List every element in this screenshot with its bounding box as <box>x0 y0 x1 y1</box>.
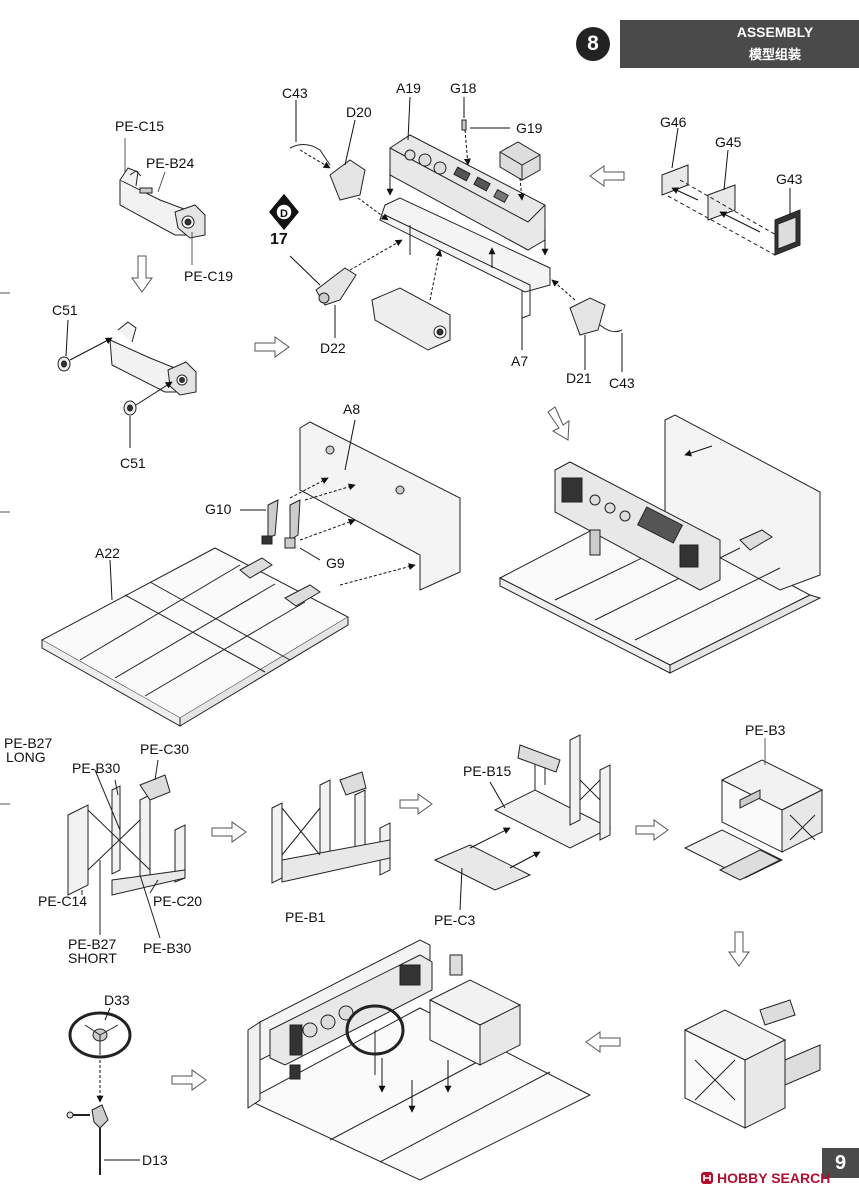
flow-arrow-right-2 <box>211 821 247 843</box>
flow-arrow-right-3 <box>399 793 433 815</box>
pe-b15-arrows <box>459 781 541 911</box>
label-a7: A7 <box>511 353 529 369</box>
flow-arrow-right-1 <box>254 336 290 358</box>
label-pe-b15: PE-B15 <box>463 763 512 779</box>
floor-assembled-arrows <box>684 445 713 457</box>
label-pe-b27-long: PE-B27 LONG <box>4 736 52 764</box>
pe-frame-b3 <box>683 759 824 881</box>
label-a8: A8 <box>343 401 361 417</box>
watermark-text: HOBBY SEARCH <box>717 1170 831 1186</box>
reference-number: 17 <box>270 231 288 248</box>
label-d20: D20 <box>346 104 372 120</box>
header-bar <box>620 20 859 68</box>
g-series-subassembly <box>661 164 801 256</box>
label-pe-b3: PE-B3 <box>745 722 786 738</box>
label-pe-c15: PE-C15 <box>115 118 165 134</box>
label-pe-c19: PE-C19 <box>184 268 234 284</box>
c51-arrows <box>65 319 173 448</box>
label-pe-b27-short-name: PE-B27 <box>68 936 117 952</box>
label-pe-c20: PE-C20 <box>153 893 203 909</box>
label-d13: D13 <box>142 1152 168 1168</box>
flow-arrow-diag-1 <box>547 406 570 441</box>
page-number: 9 <box>822 1148 859 1178</box>
label-g9: G9 <box>326 555 345 571</box>
label-g45: G45 <box>715 134 742 150</box>
floor-assembled <box>498 414 822 674</box>
label-c51-top: C51 <box>52 302 78 318</box>
label-g46: G46 <box>660 114 687 130</box>
watermark: HOBBY SEARCH <box>700 1170 830 1186</box>
flow-arrow-left-2 <box>585 1031 621 1053</box>
label-g19: G19 <box>516 120 543 136</box>
hobby-search-logo-icon <box>701 1172 713 1184</box>
label-pe-b30-top: PE-B30 <box>72 760 121 776</box>
steering-wheel-parts <box>66 1011 132 1175</box>
dashboard-arrows <box>289 96 623 372</box>
label-pe-c14: PE-C14 <box>38 893 88 909</box>
flow-arrow-down-1 <box>131 255 153 293</box>
label-c43-bottom: C43 <box>609 375 635 391</box>
flow-arrow-down-2 <box>728 931 750 967</box>
label-g10: G10 <box>205 501 232 517</box>
d-part-reference-icon: D <box>269 193 299 231</box>
c51-washers <box>57 356 137 416</box>
label-pe-b27-long-name: PE-B27 <box>4 735 53 751</box>
bracket-subassembly-bottom <box>109 321 197 396</box>
g-series-arrows <box>671 127 791 233</box>
floor-a22-exploded <box>40 421 461 727</box>
label-g18: G18 <box>450 80 477 96</box>
label-pe-b24: PE-B24 <box>146 155 195 171</box>
label-pe-c30: PE-C30 <box>140 741 190 757</box>
label-c43-top: C43 <box>282 85 308 101</box>
label-d22: D22 <box>320 340 346 356</box>
label-pe-b27-short: PE-B27 SHORT <box>68 937 117 965</box>
label-pe-b27-short-qualifier: SHORT <box>68 950 117 966</box>
label-d33: D33 <box>104 992 130 1008</box>
label-pe-b27-long-qualifier: LONG <box>6 749 46 765</box>
label-pe-b30-bottom: PE-B30 <box>143 940 192 956</box>
label-a22: A22 <box>95 545 120 561</box>
label-pe-b1: PE-B1 <box>285 909 326 925</box>
dashboard-exploded <box>289 119 623 351</box>
label-pe-c3: PE-C3 <box>434 912 476 928</box>
step-number-badge: 8 <box>576 27 610 61</box>
label-c51-bottom: C51 <box>120 455 146 471</box>
label-g43: G43 <box>776 171 803 187</box>
pe-frame-b15 <box>433 734 612 891</box>
header-subtitle: 模型组装 <box>748 47 801 62</box>
flow-arrow-right-4 <box>635 819 669 841</box>
pe-frame-finished <box>683 999 821 1129</box>
pe-frame-exploded <box>67 759 186 939</box>
final-cab-assembly <box>246 939 592 1181</box>
margin-ticks <box>0 292 10 805</box>
label-a19: A19 <box>396 80 421 96</box>
leader-lines-top-left <box>124 138 193 265</box>
flow-arrow-left-1 <box>589 165 625 187</box>
label-d21: D21 <box>566 370 592 386</box>
flow-arrow-right-5 <box>171 1069 207 1091</box>
header-title: ASSEMBLY <box>736 24 814 40</box>
final-arrows <box>378 1058 452 1113</box>
floor-arrows <box>109 419 416 601</box>
svg-text:D: D <box>280 208 288 220</box>
steering-wheel-arrows <box>96 1007 140 1161</box>
bracket-subassembly-top <box>119 167 206 239</box>
pe-frame-b1 <box>271 771 391 884</box>
